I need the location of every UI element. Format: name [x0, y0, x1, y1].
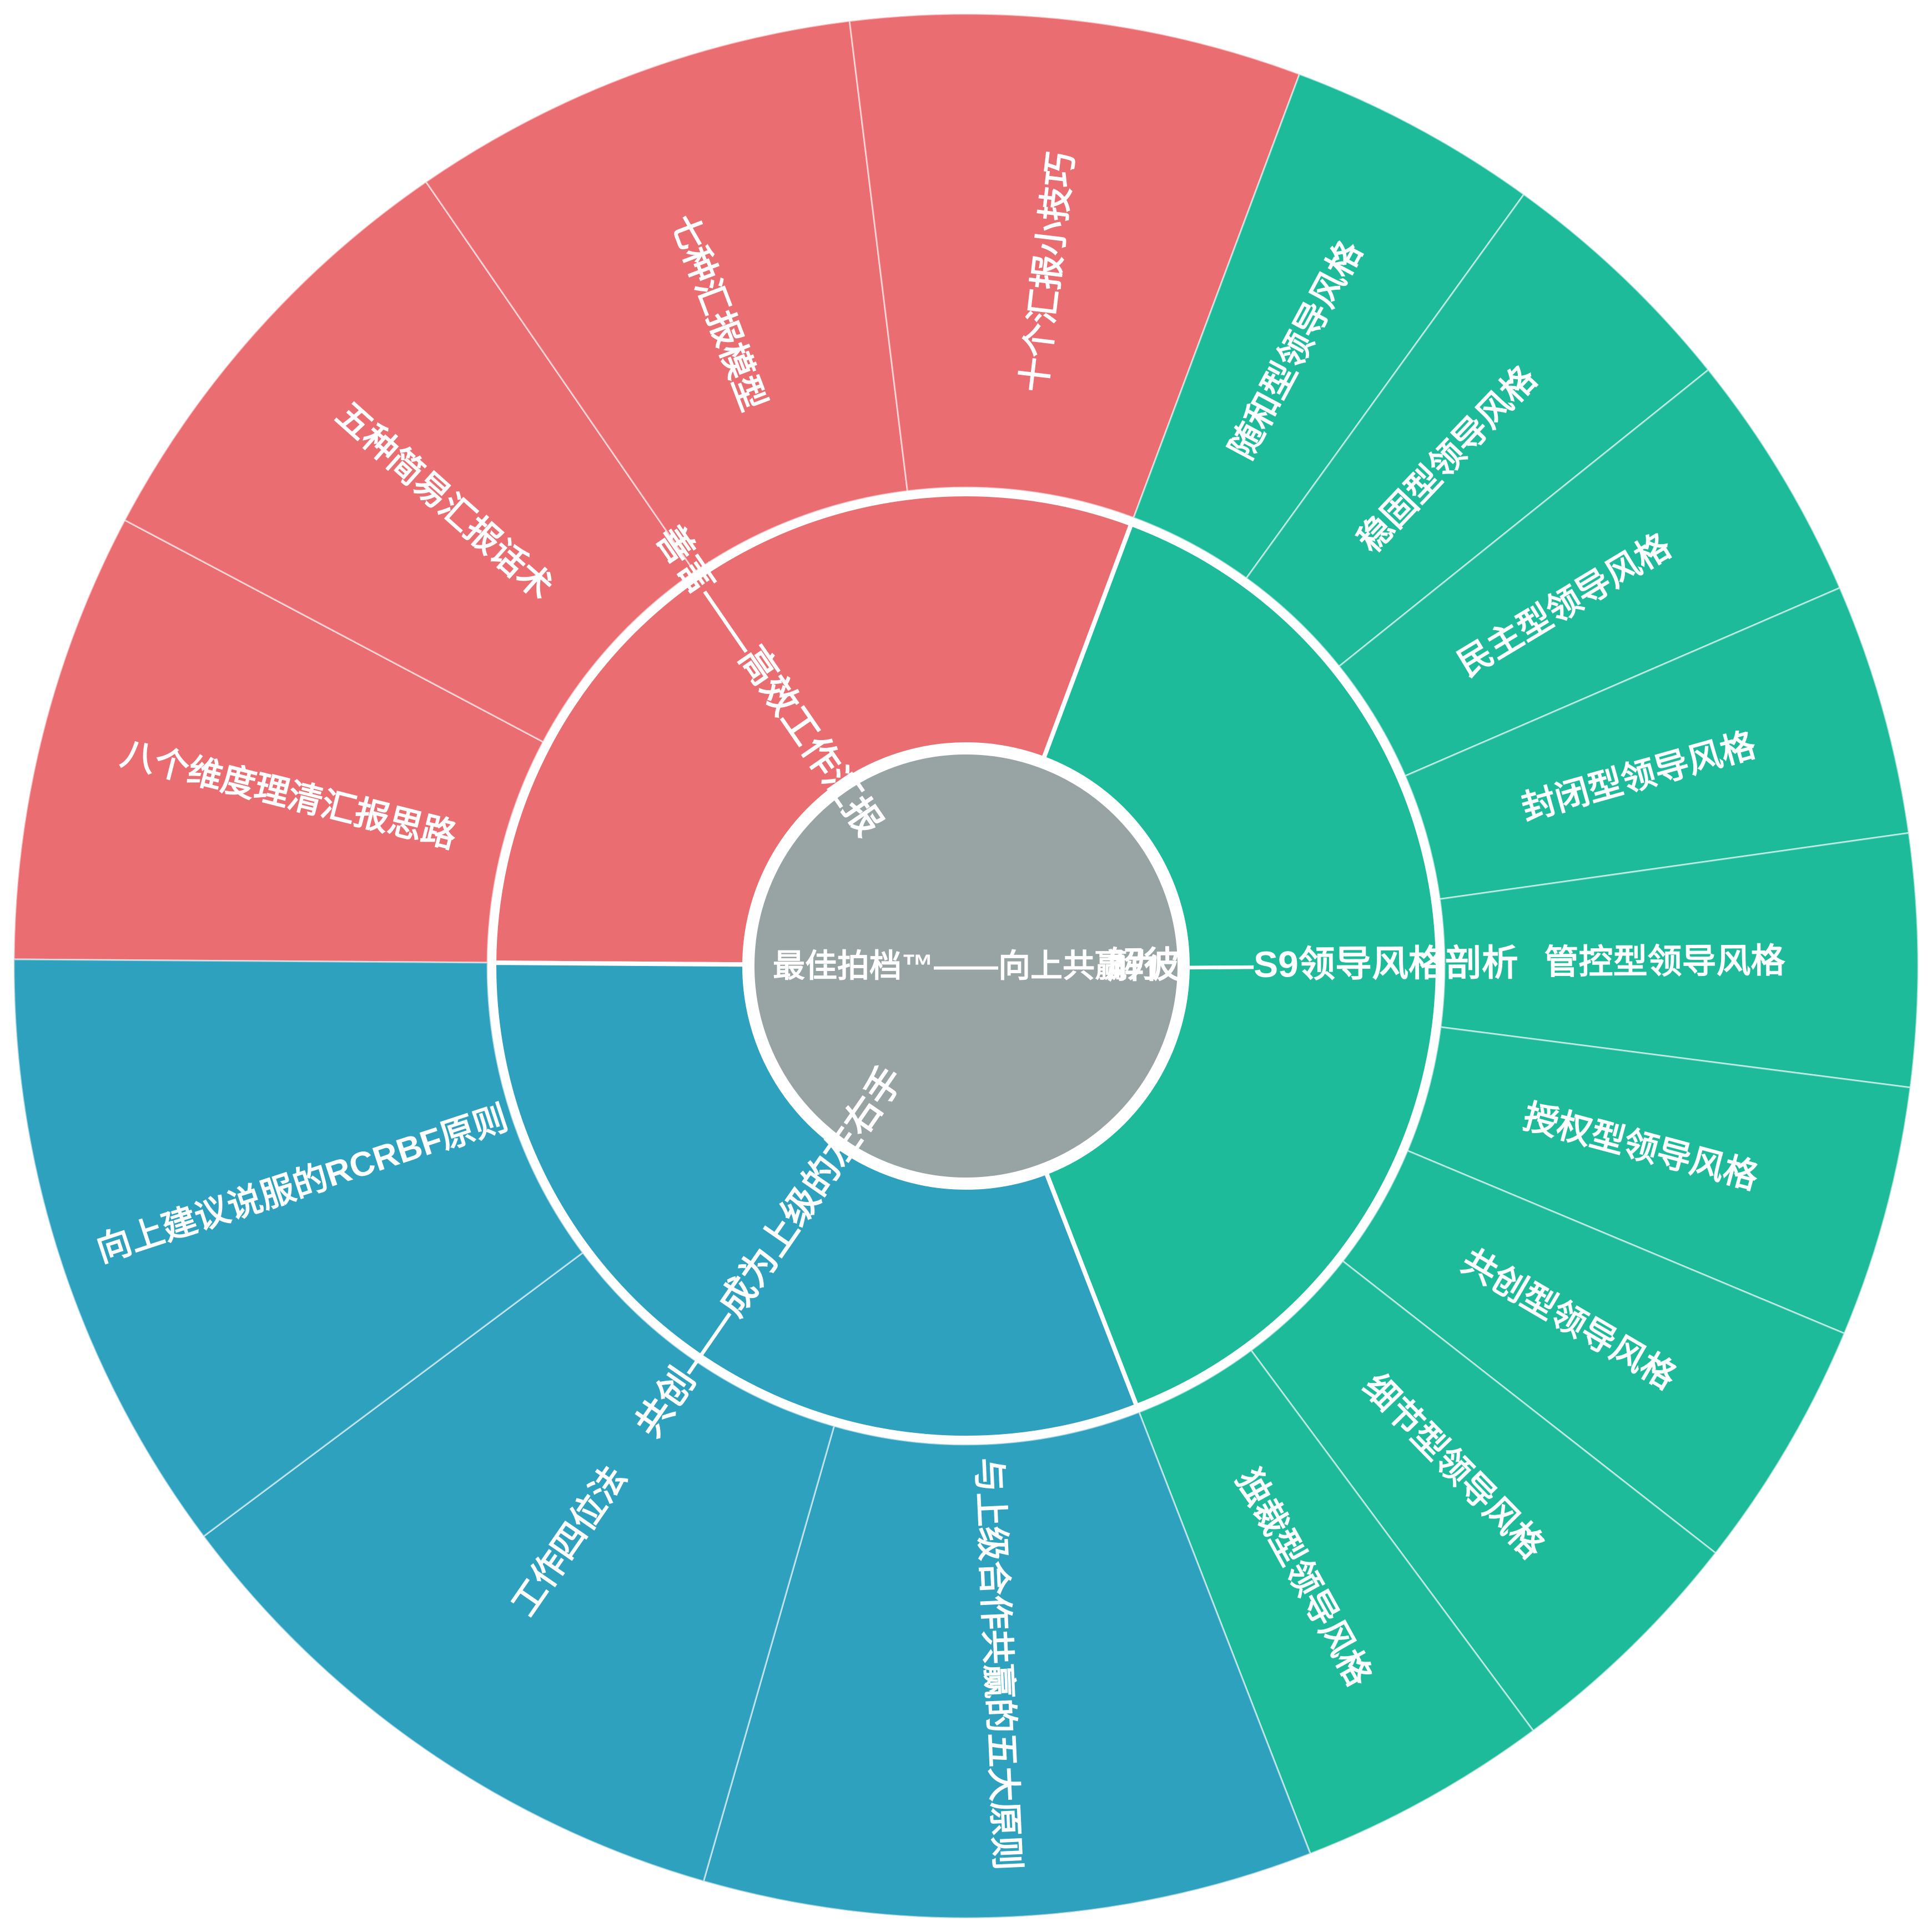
leaf-label: 管控型领导风格 [1544, 942, 1785, 982]
center-disc [744, 744, 1188, 1188]
section-label: 解彼——S9领导风格剖析 [1107, 942, 1518, 986]
outer-ring [13, 13, 1919, 1919]
center-label: 最佳拍档™——向上共赢力 [773, 948, 1159, 984]
ring-separator [487, 487, 1445, 1445]
middle-ring [491, 492, 1440, 1441]
